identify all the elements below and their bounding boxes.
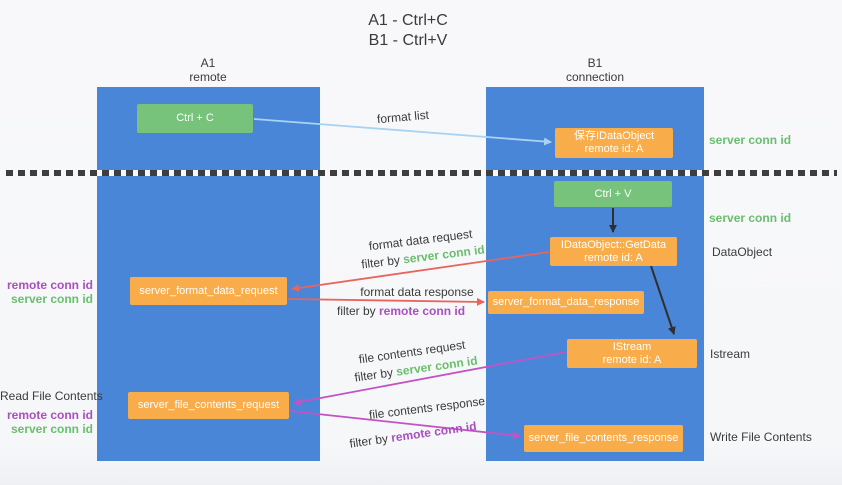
server-file-contents-request-node: server_file_contents_request [128,392,289,419]
server-conn-id-label-mid: server conn id [709,211,792,225]
server-file-contents-response-label: server_file_contents_response [528,432,679,444]
server-format-data-request-node: server_format_data_request [130,277,287,305]
idataobject-getdata-line1: IDataObject::GetData [560,238,667,251]
ctrl-v-label: Ctrl + V [594,187,632,200]
format-data-response-edge-label: format data response [360,285,474,299]
ctrl-c-label: Ctrl + C [176,112,214,124]
server-conn-id-label-top: server conn id [709,133,792,147]
filter-by-prefix: filter by [360,252,404,272]
ctrl-v-node: Ctrl + V [554,181,672,207]
format-conn-id-pair: remote conn id server conn id [0,278,93,306]
file-contents-response-edge-label: file contents response [368,393,486,423]
idataobject-getdata-node: IDataObject::GetData remote id: A [550,237,677,266]
format-list-edge-label: format list [376,107,430,127]
lane-header-a1: A1 remote [148,56,268,84]
lane-header-b1: B1 connection [535,56,655,84]
read-file-contents-label: Read File Contents [0,389,103,403]
lane-a1-name: A1 [200,56,216,70]
remote-conn-id-keyword: remote conn id [379,304,466,318]
file-conn-id-pair: remote conn id server conn id [0,408,93,436]
server-file-contents-request-label: server_file_contents_request [137,399,280,411]
filter-by-prefix: filter by [337,304,380,318]
ctrl-c-node: Ctrl + C [137,104,253,133]
remote-conn-id-keyword: remote conn id [390,419,478,445]
diagram-title: A1 - Ctrl+C B1 - Ctrl+V [288,11,528,51]
lane-b1-role: connection [565,70,625,84]
server-file-contents-response-node: server_file_contents_response [524,425,683,452]
file-server-conn-id-label: server conn id [10,422,93,436]
format-remote-conn-id-label: remote conn id [6,278,93,292]
lane-a1-role: remote [189,70,227,84]
lane-b1-name: B1 [587,56,603,70]
server-format-data-response-label: server_format_data_response [492,296,640,308]
copy-paste-divider-dashed-line [6,170,837,176]
filter-by-prefix: filter by [353,364,398,385]
istream-line2: remote id: A [602,353,662,366]
istream-node: IStream remote id: A [567,339,697,368]
dataobject-label: DataObject [712,245,773,259]
file-remote-conn-id-label: remote conn id [6,408,93,422]
save-idataobject-line2: remote id: A [584,143,644,155]
idataobject-getdata-line2: remote id: A [584,251,643,264]
server-format-data-request-label: server_format_data_request [139,284,278,297]
title-line-1: A1 - Ctrl+C [368,12,448,29]
title-line-2: B1 - Ctrl+V [368,32,448,49]
save-idataobject-node: 保存IDataObject remote id: A [555,128,673,158]
save-idataobject-line1: 保存IDataObject [573,130,655,142]
server-format-data-response-node: server_format_data_response [488,291,644,314]
format-data-response-filter-label: filter by remote conn id [337,304,466,318]
istream-line1: IStream [612,340,652,353]
istream-side-label: Istream [710,347,751,361]
write-file-contents-label: Write File Contents [710,430,812,444]
file-contents-response-filter-label: filter by remote conn id [348,419,478,451]
filter-by-prefix: filter by [348,430,393,451]
format-server-conn-id-label: server conn id [10,292,93,306]
